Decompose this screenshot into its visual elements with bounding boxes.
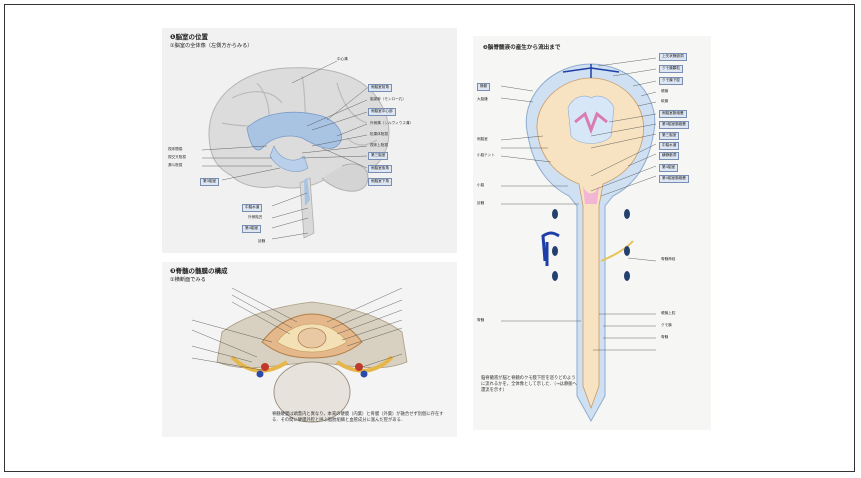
label-optic-recess: 視交叉陰窩 [168,156,186,160]
label-lateral-recess: 外側陥凹 [248,216,262,220]
label-epidural-space: 硬膜上腔 [661,312,675,316]
label-cerebral-aqueduct: 中脳水道 [242,204,262,212]
csf-panel-caption: 脳脊髄液が脳と脊髄のクモ膜下腔を巡りどのように流れるかを，全体像として示した．（… [481,376,577,393]
label-spinal-nerve: 脊髄神経 [661,258,675,262]
label-dura-mater: 硬膜 [661,90,668,94]
label-cerebral-aqueduct: 中脳水道 [659,142,679,150]
spinal-meninges-panel: ❸脊髄の髄膜の構成 ①横断面でみる 脊髄硬膜は頭蓋内と異なり，本来の硬膜（内葉）… [162,262,457,437]
label-lateral-ventricle-anterior-horn: 側脳室前角 [368,84,392,92]
label-lateral-sulcus: 外側溝（シルヴィウス溝） [370,122,413,126]
label-lateral-ventricle: 側脳室 [477,138,488,142]
csf-flow-illustration [473,36,711,430]
label-pia-mater: 軟膜 [661,100,668,104]
label-medulla: 延髄 [258,240,265,244]
label-lateral-choroid-plexus: 側脳室脈絡叢 [659,110,687,118]
label-arachnoid: クモ膜 [661,324,672,328]
csf-flow-panel: ❷脳脊髄液の産生から流出まで 上矢状静脈洞 クモ膜顆粒 クモ膜下腔 硬膜 軟膜 … [473,36,711,430]
label-third-choroid-plexus: 第3脳室脈絡叢 [659,121,689,129]
spine-cross-section-illustration [162,262,457,437]
label-lateral-ventricle-posterior-horn: 側脳室後角 [368,165,392,173]
label-fourth-ventricle: 第4脳室 [242,225,261,233]
label-arachnoid-granulation: クモ膜顆粒 [659,65,683,73]
brain-illustration [162,28,457,253]
label-subarachnoid-space: クモ膜下腔 [659,77,683,85]
label-spinal-cord-right: 脊髄 [661,336,668,340]
label-infundibular-recess: 漏斗陰窩 [168,164,182,168]
label-suprapineal-recess: 視床上陰窩 [370,144,388,148]
label-superior-sagittal-sinus: 上矢状静脈洞 [659,53,687,61]
spine-panel-caption: 脊髄硬膜は頭蓋内と異なり，本来の硬膜（内葉）と骨膜（外葉）が融合せず別個に存在す… [272,412,448,424]
label-vein: 静脈 [477,83,490,91]
label-third-ventricle-left: 第3脳室 [200,178,219,186]
label-interthalamic-adhesion: 視床間橋 [168,148,182,152]
label-tentorium: 小脳テント [477,154,495,158]
label-lateral-ventricle-body: 側脳室中心部 [368,108,396,116]
label-falx-cerebri: 大脳鎌 [477,98,488,102]
label-medulla: 延髄 [477,202,484,206]
label-transverse-sinus: 横静脈洞 [659,152,679,160]
label-cerebellum: 小脳 [477,184,484,188]
label-spinal-cord-left: 脊髄 [477,319,484,323]
label-pineal-recess: 松果体陰窩 [370,133,388,137]
label-third-ventricle: 第三脳室 [368,152,388,160]
brain-ventricle-panel: ❶脳室の位置 ①脳室の全体像（左側方からみる） 中心 [162,28,457,253]
label-lateral-ventricle-inferior-horn: 側脳室下角 [368,178,392,186]
label-central-sulcus: 中心溝 [337,58,348,62]
label-fourth-choroid-plexus: 第4脳室脈絡叢 [659,175,689,183]
label-interventricular-foramen: 脳梁幹（モンロー孔） [370,98,406,102]
label-fourth-ventricle: 第4脳室 [659,164,678,172]
label-third-ventricle: 第三脳室 [659,132,679,140]
